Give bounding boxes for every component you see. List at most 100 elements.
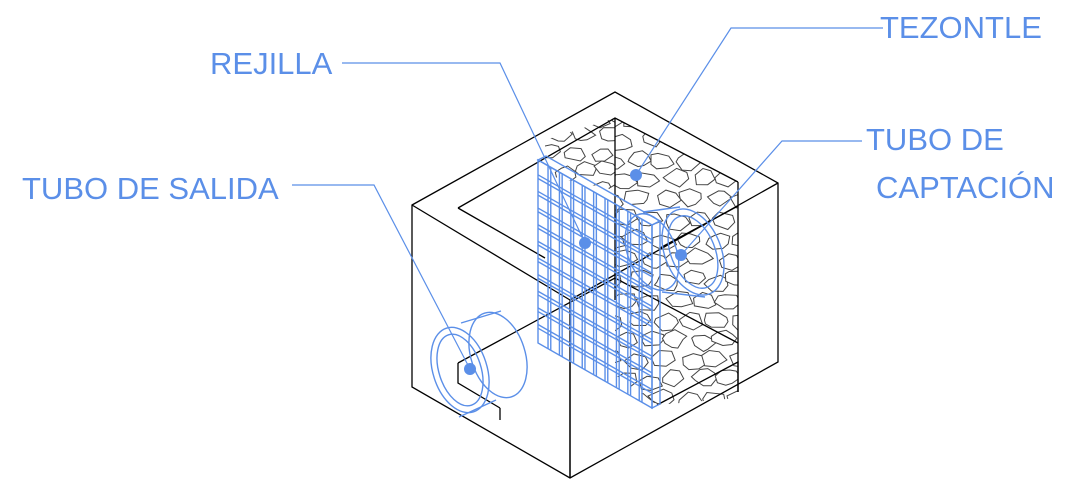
stone: [729, 192, 738, 209]
grid-screen: [536, 155, 662, 410]
grid-bar-horizontal: [537, 257, 653, 324]
stone: [732, 314, 738, 333]
stone: [740, 170, 766, 185]
stone: [731, 118, 738, 130]
stone: [690, 368, 718, 387]
box-outline: [411, 91, 779, 479]
stone: [591, 148, 614, 162]
grid-bar-horizontal: [537, 244, 653, 311]
stone: [718, 253, 738, 271]
stone: [710, 329, 738, 347]
stone: [731, 230, 738, 248]
dot-tubo-captacion: [675, 249, 687, 261]
grid-bar-horizontal: [537, 327, 653, 394]
stone: [691, 334, 717, 353]
grid-bar-horizontal: [537, 211, 653, 278]
stone: [703, 149, 730, 169]
label-tubo-captacion-line1: TUBO DE: [866, 122, 1004, 157]
grid-bar-horizontal: [537, 194, 653, 261]
stone: [706, 118, 734, 128]
stone: [545, 118, 560, 123]
stone: [705, 232, 731, 250]
pointer-dots: [464, 169, 687, 375]
stone: [661, 329, 688, 349]
label-rejilla: REJILLA: [210, 46, 333, 81]
stone: [561, 184, 584, 190]
stone: [615, 118, 625, 128]
stone: [675, 152, 702, 172]
stone: [702, 391, 727, 405]
stone: [662, 167, 690, 188]
stone: [623, 189, 650, 206]
stone: [650, 152, 675, 170]
grid-bar-horizontal: [537, 177, 653, 245]
stone: [599, 127, 615, 142]
label-tubo-captacion-line2: CAPTACIÓN: [876, 170, 1055, 205]
stone: [678, 311, 704, 331]
stone: [701, 349, 728, 368]
grid-bar-horizontal: [537, 277, 653, 344]
stone: [742, 252, 765, 268]
stone: [571, 125, 597, 142]
stone: [745, 131, 768, 148]
stone: [742, 288, 764, 305]
stone: [615, 348, 622, 368]
stone: [663, 130, 688, 148]
stone: [615, 390, 629, 405]
stone: [563, 147, 586, 162]
stone: [545, 181, 564, 190]
grid-bar-horizontal: [537, 207, 653, 274]
grid-bar-horizontal: [537, 224, 653, 291]
stone: [615, 133, 633, 152]
stone: [650, 349, 676, 367]
stone: [742, 334, 766, 350]
stone: [653, 312, 679, 332]
stone: [711, 211, 736, 231]
stone: [678, 188, 702, 208]
leader-lines: [292, 27, 883, 370]
stone: [642, 252, 669, 269]
stone: [703, 312, 729, 328]
stone: [706, 190, 733, 207]
leader-tezontle: [635, 27, 883, 176]
stone: [726, 390, 738, 405]
stone: [574, 161, 597, 176]
stone: [548, 126, 573, 142]
stone: [676, 232, 701, 249]
grid-bar-horizontal: [537, 240, 653, 307]
stone: [741, 209, 766, 226]
stone: [627, 150, 652, 168]
stone: [682, 118, 705, 129]
grid-bar-horizontal: [537, 310, 653, 378]
dot-tezontle: [630, 169, 642, 181]
stone: [684, 247, 715, 265]
stone: [657, 189, 683, 209]
outlet-pipe: [430, 310, 528, 418]
stone: [593, 160, 615, 176]
grid-bar-horizontal: [537, 290, 653, 357]
stone: [588, 118, 611, 129]
grid-bar-horizontal: [537, 274, 653, 341]
stone: [714, 369, 738, 386]
stone: [683, 269, 707, 285]
stone: [694, 167, 716, 186]
grid-bar-horizontal: [537, 323, 653, 391]
stone: [615, 313, 623, 333]
stone: [662, 369, 685, 388]
grid-bar-horizontal: [537, 190, 653, 258]
leader-tubo-salida: [292, 184, 471, 370]
stone: [712, 133, 738, 151]
grid-bar-horizontal: [537, 261, 653, 328]
leader-rejilla: [342, 62, 586, 244]
leader-tubo-captacion: [680, 140, 862, 256]
stone: [728, 150, 738, 170]
stone: [729, 351, 738, 369]
stone: [647, 388, 675, 405]
stone: [713, 294, 738, 310]
grid-bar-horizontal: [537, 294, 653, 361]
stone: [615, 208, 639, 226]
grid-bar-horizontal: [537, 227, 653, 294]
stone: [615, 155, 626, 171]
grid-frame-top: [536, 155, 662, 226]
